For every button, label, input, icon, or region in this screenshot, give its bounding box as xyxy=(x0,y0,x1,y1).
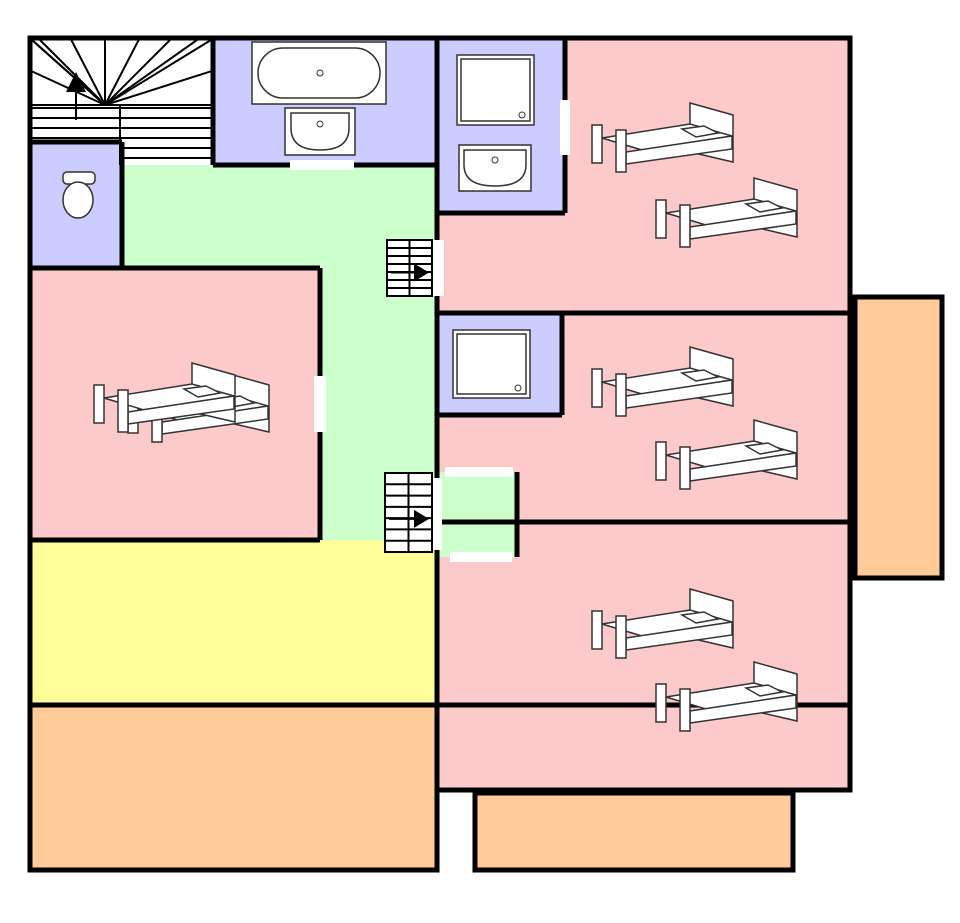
main-staircase xyxy=(31,39,212,165)
door-bathroom xyxy=(290,160,354,170)
sink-icon xyxy=(284,107,356,156)
doors xyxy=(290,100,570,562)
stair-step xyxy=(104,39,198,106)
balcony-right xyxy=(855,297,942,578)
stair-arrow-icon xyxy=(414,263,429,282)
door-vestibule-bottom xyxy=(450,552,512,562)
shower-tray-icon xyxy=(456,54,535,126)
door-shower-top xyxy=(560,100,570,155)
door-bedroom-top-right xyxy=(432,240,444,296)
fixtures xyxy=(62,41,535,399)
stair-arrow-icon xyxy=(414,509,429,528)
stair-step xyxy=(104,39,140,106)
door-bedroom-left xyxy=(314,376,326,432)
stair-step xyxy=(104,39,212,106)
sink-icon xyxy=(458,144,532,192)
vestibule xyxy=(437,472,517,557)
bathtub-icon xyxy=(251,41,387,105)
bedroom-bottom-right xyxy=(437,522,850,790)
stair-step xyxy=(104,39,171,106)
stairs-small-lower xyxy=(384,472,433,553)
stair-step xyxy=(39,39,106,106)
door-vestibule-left xyxy=(432,478,442,550)
stair-step xyxy=(70,39,106,106)
common-room xyxy=(30,540,437,705)
door-vestibule-top xyxy=(445,467,513,477)
balcony-bottom xyxy=(475,793,793,870)
terrace-bottom-left xyxy=(30,705,437,870)
stairs-small-upper xyxy=(386,239,433,297)
stair-step xyxy=(104,70,212,106)
stair-arrow-icon xyxy=(66,72,86,92)
toilet-icon xyxy=(62,171,96,219)
shower-tray-icon xyxy=(452,329,531,399)
